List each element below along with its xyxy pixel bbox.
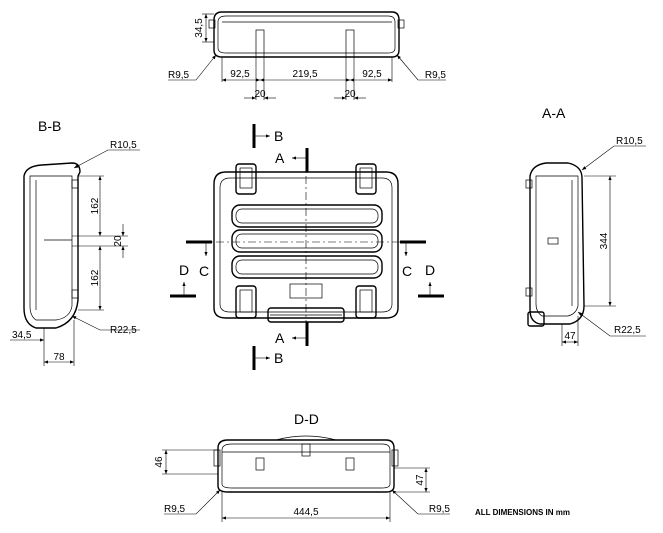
cut-b-bottom-label: B <box>274 350 283 366</box>
bb-lower-label: 162 <box>90 269 101 286</box>
bb-gap-label: 20 <box>113 235 124 247</box>
dd-radius-left-label: R9,5 <box>164 504 186 515</box>
units-note: ALL DIMENSIONS IN mm <box>475 508 570 517</box>
cut-a-top-label: A <box>275 150 285 166</box>
top-foot-right-label: 20 <box>344 89 356 100</box>
section-bb-title: B-B <box>38 118 61 134</box>
cut-c-left-label: C <box>199 263 209 279</box>
top-seg-mid-label: 219,5 <box>292 69 317 80</box>
dd-width-label: 444,5 <box>293 507 318 518</box>
section-aa-view: A-A 344 R10,5 R22,5 47 <box>525 105 646 346</box>
dd-foot-label: 47 <box>415 474 426 486</box>
aa-foot-label: 47 <box>564 331 576 342</box>
bb-radius-top-label: R10,5 <box>110 140 137 151</box>
bb-radius-bottom-label: R22,5 <box>110 325 137 336</box>
aa-radius-top-label: R10,5 <box>616 136 643 147</box>
cut-b-top-label: B <box>274 128 283 144</box>
top-view: 34,5 92,5 219,5 92,5 20 20 R9,5 R9,5 <box>168 11 447 100</box>
dd-radius-right-label: R9,5 <box>429 504 451 515</box>
top-radius-left-label: R9,5 <box>168 70 190 81</box>
section-dd-title: D-D <box>294 411 319 427</box>
section-aa-title: A-A <box>542 105 566 121</box>
top-height-label: 34,5 <box>194 18 205 38</box>
cut-c-right-label: C <box>402 263 412 279</box>
top-seg-left-label: 92,5 <box>230 69 250 80</box>
section-bb-view: B-B 162 162 20 R10,5 R22,5 34,5 78 <box>10 118 140 366</box>
top-radius-right-label: R9,5 <box>425 70 447 81</box>
front-view: A A B B C C D D <box>170 124 444 370</box>
section-dd-view: D-D 46 47 444,5 R9,5 R9,5 <box>154 411 450 522</box>
cut-d-right-label: D <box>425 262 435 278</box>
aa-height-label: 344 <box>599 232 610 249</box>
cut-a-bottom-label: A <box>275 330 285 346</box>
bb-offset-label: 34,5 <box>12 330 32 341</box>
dd-height-label: 46 <box>154 456 165 468</box>
bb-upper-label: 162 <box>90 197 101 214</box>
cut-d-left-label: D <box>179 262 189 278</box>
top-seg-right-label: 92,5 <box>362 69 382 80</box>
bb-depth-label: 78 <box>53 352 65 363</box>
aa-radius-bottom-label: R22,5 <box>614 325 641 336</box>
top-foot-left-label: 20 <box>254 89 266 100</box>
